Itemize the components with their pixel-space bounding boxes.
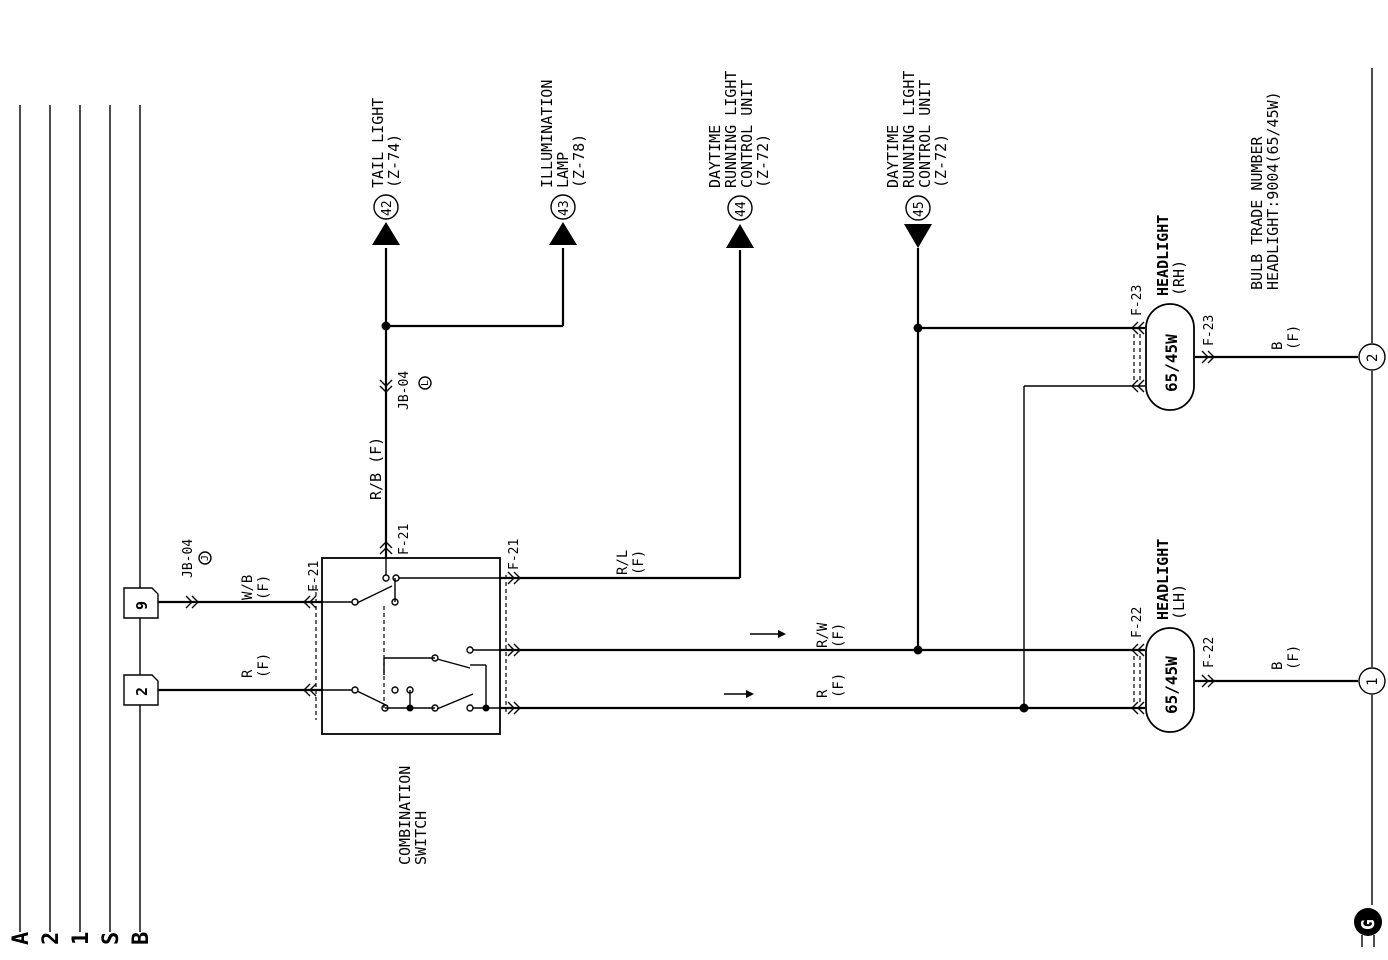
wire-rl-label: R/L (F) (615, 541, 647, 575)
tail-light-number: 42 (380, 200, 395, 216)
combination-switch: F-21 F-21 F-21 (303, 524, 522, 735)
jb04-top-sub: L (420, 380, 431, 386)
tail-light-terminal: 42 TAIL LIGHT (Z-74) (369, 89, 403, 245)
ground-point-2: 2 (1358, 343, 1386, 371)
headlight-rh-rating: 65/45W (1162, 334, 1181, 392)
bus-tag-2-text: 2 (133, 687, 151, 696)
ground-point-2-text: 2 (1365, 354, 1381, 362)
illumination-label: ILLUMINATION LAMP (Z-78) (538, 71, 588, 188)
wire-r-left-label: R (F) (240, 653, 272, 678)
bus-label-s: S (99, 932, 124, 945)
f23-right-label: F-23 (1202, 315, 1217, 346)
f21-top-label: F-21 (397, 524, 412, 555)
bus-labels: A 2 1 S B (9, 932, 154, 945)
drl-unit-45-terminal: 45 DAYTIME RUNNING LIGHT CONTROL UNIT (Z… (884, 62, 950, 248)
wire-wb-label: W/B (F) (240, 566, 272, 600)
headlight-rh: 65/45W F-23 F-23 HEADLIGHT (RH) (1130, 206, 1217, 411)
jb04-top-text: JB-04 (397, 371, 412, 410)
current-arrows (724, 630, 786, 698)
bus-label-a: A (9, 932, 34, 945)
f23-left-label: F-23 (1130, 285, 1145, 316)
wire-r-mid-label: R (F) (815, 673, 847, 698)
bus-label-1: 1 (69, 932, 94, 945)
bus-label-b: B (129, 932, 154, 945)
bus-tag-2: 2 (123, 674, 159, 706)
headlight-lh: 65/45W F-22 F-22 HEADLIGHT (LH) (1130, 530, 1217, 733)
ground-point-1: 1 (1358, 667, 1386, 695)
f21-left-label: F-21 (307, 561, 322, 592)
bulb-trade-note: BULB TRADE NUMBER HEADLIGHT:9004(65/45W) (1248, 91, 1282, 290)
headlight-lh-label: HEADLIGHT (LH) (1154, 530, 1188, 620)
f22-left-label: F-22 (1130, 607, 1145, 638)
wire-b-rh-label: B (F) (1270, 325, 1302, 350)
drl-45-label: DAYTIME RUNNING LIGHT CONTROL UNIT (Z-72… (884, 62, 950, 188)
drl-unit-44-terminal: 44 DAYTIME RUNNING LIGHT CONTROL UNIT (Z… (706, 62, 772, 248)
ground-symbol-label: G (1358, 919, 1379, 930)
jb04-left-connector: JB-04 J (181, 539, 212, 609)
headlight-lh-rating: 65/45W (1162, 656, 1181, 714)
junction-dots (381, 321, 1029, 713)
combination-switch-label: COMBINATION SWITCH (396, 757, 430, 865)
headlight-rh-label: HEADLIGHT (RH) (1154, 206, 1188, 296)
f22-right-label: F-22 (1202, 637, 1217, 668)
drl-44-number: 44 (734, 201, 749, 217)
wire-rb-label: R/B (F) (367, 437, 385, 500)
bus-lines (19, 105, 141, 932)
drl-45-number: 45 (912, 201, 927, 217)
wire-b-lh-label: B (F) (1270, 645, 1302, 670)
ground-symbol: G (1354, 908, 1382, 947)
wires (158, 68, 1373, 905)
wire-rw-label: R/W (F) (815, 614, 847, 648)
bus-label-2: 2 (39, 932, 64, 945)
jb04-left-text: JB-04 (181, 539, 196, 578)
tail-light-label: TAIL LIGHT (Z-74) (369, 89, 403, 188)
f21-right-label: F-21 (507, 539, 522, 570)
drl-44-label: DAYTIME RUNNING LIGHT CONTROL UNIT (Z-72… (706, 62, 772, 188)
illumination-lamp-terminal: 43 ILLUMINATION LAMP (Z-78) (538, 71, 588, 245)
jb04-top-connector: JB-04 L (379, 371, 432, 410)
jb04-left-sub: J (200, 555, 211, 561)
bus-tag-9: 9 (123, 587, 159, 619)
bus-tag-9-text: 9 (133, 601, 151, 610)
illumination-number: 43 (557, 200, 572, 216)
ground-point-1-text: 1 (1365, 678, 1381, 686)
